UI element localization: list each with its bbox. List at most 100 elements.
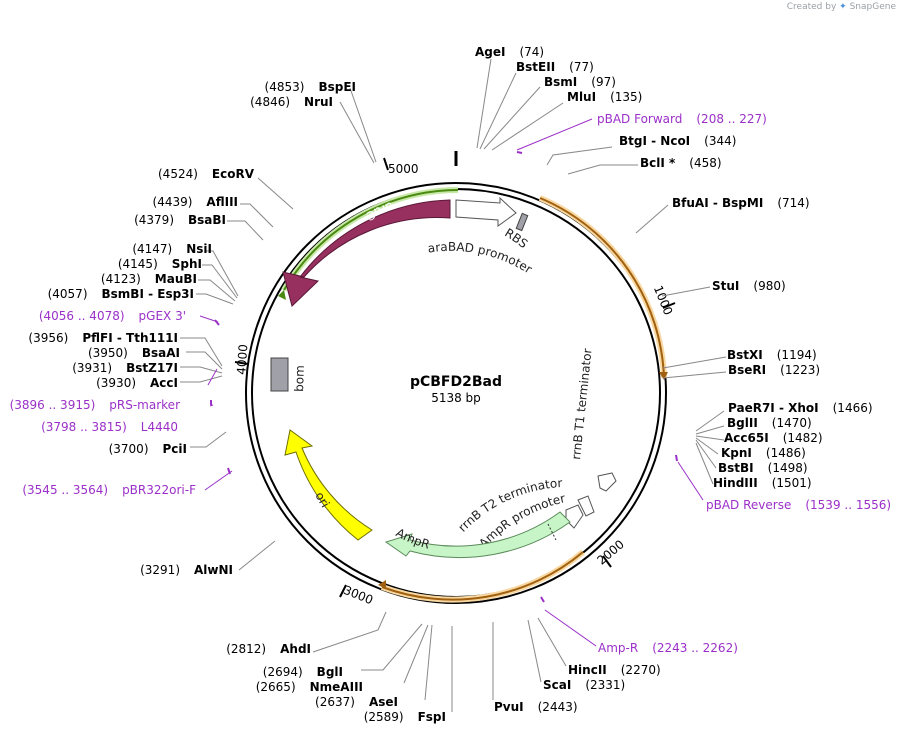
svg-text:PaeR7I - XhoI(1466): PaeR7I - XhoI(1466) [728, 401, 873, 415]
svg-text:HindIII(1501): HindIII(1501) [713, 476, 812, 490]
svg-text:BglII(1470): BglII(1470) [727, 416, 812, 430]
svg-text:(4056 .. 4078)pGEX 3': (4056 .. 4078)pGEX 3' [39, 309, 186, 323]
primer-pbad-forward[interactable]: pBAD Forward(208 .. 227) [597, 112, 767, 126]
enzyme-mlui[interactable]: MluI(135) [567, 90, 642, 104]
svg-text:ScaI(2331): ScaI(2331) [543, 678, 625, 692]
orf-ampr-arrowhead [378, 580, 386, 589]
svg-text:(2665)NmeAIII: (2665)NmeAIII [256, 680, 363, 694]
enzyme-bglii[interactable]: BglII(1470) [727, 416, 812, 430]
svg-text:MluI(135): MluI(135) [567, 90, 642, 104]
enzyme-acc65i[interactable]: Acc65I(1482) [724, 431, 823, 445]
enzyme-bsmbi-esp3i[interactable]: (4057)BsmBI - Esp3I [48, 287, 194, 301]
svg-text:(3956)PflFI - Tth111I: (3956)PflFI - Tth111I [28, 331, 178, 345]
svg-text:(3931)BstZ17I: (3931)BstZ17I [72, 361, 178, 375]
svg-text:(3291)AlwNI: (3291)AlwNI [140, 563, 233, 577]
primer-amp-r[interactable]: Amp-R(2243 .. 2262) [598, 641, 738, 655]
primer-pgex-3[interactable]: (4056 .. 4078)pGEX 3' [39, 309, 186, 323]
enzyme-bseri[interactable]: BseRI(1223) [728, 363, 820, 377]
plasmid-length: 5138 bp [431, 391, 481, 405]
svg-text:(4147)NsiI: (4147)NsiI [132, 242, 212, 256]
enzyme-pvui[interactable]: PvuI(2443) [494, 700, 578, 714]
enzyme-ageI[interactable]: AgeI(74) [475, 45, 544, 59]
svg-text:(3896 .. 3915)pRS-marker: (3896 .. 3915)pRS-marker [10, 398, 180, 412]
enzyme-bcli[interactable]: BclI *(458) [640, 156, 722, 170]
enzyme-pflfi-tth111i[interactable]: (3956)PflFI - Tth111I [28, 331, 178, 345]
primer-prs-marker[interactable]: (3896 .. 3915)pRS-marker [10, 398, 180, 412]
feature-ampr[interactable] [384, 511, 571, 558]
enzyme-ahdi[interactable]: (2812)AhdI [226, 642, 311, 656]
enzyme-nsii[interactable]: (4147)NsiI [132, 242, 212, 256]
orf-ampr-line [381, 551, 584, 601]
enzyme-ecorv[interactable]: (4524)EcoRV [158, 167, 255, 181]
enzyme-bsteii[interactable]: BstEII(77) [516, 60, 594, 74]
enzyme-acci[interactable]: (3930)AccI [96, 376, 178, 390]
enzyme-kpni[interactable]: KpnI(1486) [721, 446, 806, 460]
feature-arac[interactable] [282, 199, 451, 307]
svg-text:PvuI(2443): PvuI(2443) [494, 700, 578, 714]
tick-marks [234, 157, 676, 598]
svg-text:HincII(2270): HincII(2270) [568, 663, 661, 677]
enzyme-pcii[interactable]: (3700)PciI [109, 442, 187, 456]
enzyme-bstz17i[interactable]: (3931)BstZ17I [72, 361, 178, 375]
orf-arac-arrowhead [278, 290, 286, 300]
enzyme-bstxi[interactable]: BstXI(1194) [727, 348, 817, 362]
svg-text:(2589)FspI: (2589)FspI [364, 710, 446, 724]
enzyme-fspi[interactable]: (2589)FspI [364, 710, 446, 724]
enzyme-stui[interactable]: StuI(980) [712, 279, 786, 293]
svg-text:(3700)PciI: (3700)PciI [109, 442, 187, 456]
enzyme-bgli[interactable]: (2694)BglI [263, 665, 343, 679]
backbone-outer [245, 182, 667, 604]
tick-label-1000: 1000 [651, 283, 675, 317]
feature-rrnb-t1-label: rrnB T1 terminator [569, 348, 595, 461]
plasmid-name: pCBFD2Bad [410, 374, 502, 390]
enzyme-bsabi[interactable]: (4379)BsaBI [134, 213, 226, 227]
enzyme-hincii[interactable]: HincII(2270) [568, 663, 661, 677]
svg-text:StuI(980): StuI(980) [712, 279, 786, 293]
svg-text:BclI *(458): BclI *(458) [640, 156, 722, 170]
enzyme-maubi[interactable]: (4123)MauBI [101, 272, 197, 286]
primer-l4440[interactable]: (3798 .. 3815)L4440 [41, 420, 178, 434]
credit-brand: SnapGene [849, 2, 896, 12]
feature-ori[interactable] [284, 429, 373, 541]
enzyme-bspei[interactable]: (4853)BspEI [265, 80, 356, 94]
feature-rbs[interactable] [515, 212, 529, 232]
primer-pbr322ori-f[interactable]: (3545 .. 3564)pBR322ori-F [22, 483, 196, 497]
feature-rrnb-t2[interactable] [565, 504, 584, 529]
primer-pbad-reverse[interactable]: pBAD Reverse(1539 .. 1556) [706, 498, 891, 512]
enzyme-bsmi[interactable]: BsmI(97) [544, 75, 616, 89]
svg-text:(4524)EcoRV: (4524)EcoRV [158, 167, 255, 181]
enzyme-alwni[interactable]: (3291)AlwNI [140, 563, 233, 577]
feature-rrnb-t1[interactable] [597, 472, 617, 492]
enzyme-btgi-ncoi[interactable]: BtgI - NcoI(344) [619, 134, 736, 148]
svg-text:(4057)BsmBI - Esp3I: (4057)BsmBI - Esp3I [48, 287, 194, 301]
feature-arabad-promoter[interactable] [455, 196, 517, 227]
ampr-promoter-divider [547, 523, 557, 541]
enzyme-nrui[interactable]: (4846)NruI [250, 95, 333, 109]
enzyme-bstbi[interactable]: BstBI(1498) [718, 461, 808, 475]
svg-text:BseRI(1223): BseRI(1223) [728, 363, 820, 377]
enzyme-nmeaiii[interactable]: (2665)NmeAIII [256, 680, 363, 694]
svg-text:AgeI(74): AgeI(74) [475, 45, 544, 59]
enzyme-asei[interactable]: (2637)AseI [315, 695, 398, 709]
svg-text:pBAD Forward(208 .. 227): pBAD Forward(208 .. 227) [597, 112, 767, 126]
enzyme-paer7i-xhoi[interactable]: PaeR7I - XhoI(1466) [728, 401, 873, 415]
enzyme-afliii[interactable]: (4439)AflIII [153, 195, 238, 209]
enzyme-hindiii[interactable]: HindIII(1501) [713, 476, 812, 490]
snapgene-logo-icon: ✦ [839, 2, 847, 12]
enzyme-sphi[interactable]: (4145)SphI [118, 257, 202, 271]
feature-rrnb-t2-cap [577, 495, 595, 517]
feature-bom-label: bom [292, 365, 307, 392]
tick-label-4000: 4000 [234, 344, 250, 375]
svg-text:BfuAI - BspMI(714): BfuAI - BspMI(714) [672, 196, 810, 210]
enzyme-scai[interactable]: ScaI(2331) [543, 678, 625, 692]
enzyme-bsaai[interactable]: (3950)BsaAI [88, 346, 180, 360]
svg-text:(3950)BsaAI: (3950)BsaAI [88, 346, 180, 360]
svg-text:(4853)BspEI: (4853)BspEI [265, 80, 356, 94]
primer-marks [210, 151, 678, 603]
feature-bom[interactable] [270, 357, 289, 392]
primer-leaders [199, 118, 704, 647]
enzyme-bfuai-bspmi[interactable]: BfuAI - BspMI(714) [672, 196, 810, 210]
svg-text:Amp-R(2243 .. 2262): Amp-R(2243 .. 2262) [598, 641, 738, 655]
svg-text:BsmI(97): BsmI(97) [544, 75, 616, 89]
